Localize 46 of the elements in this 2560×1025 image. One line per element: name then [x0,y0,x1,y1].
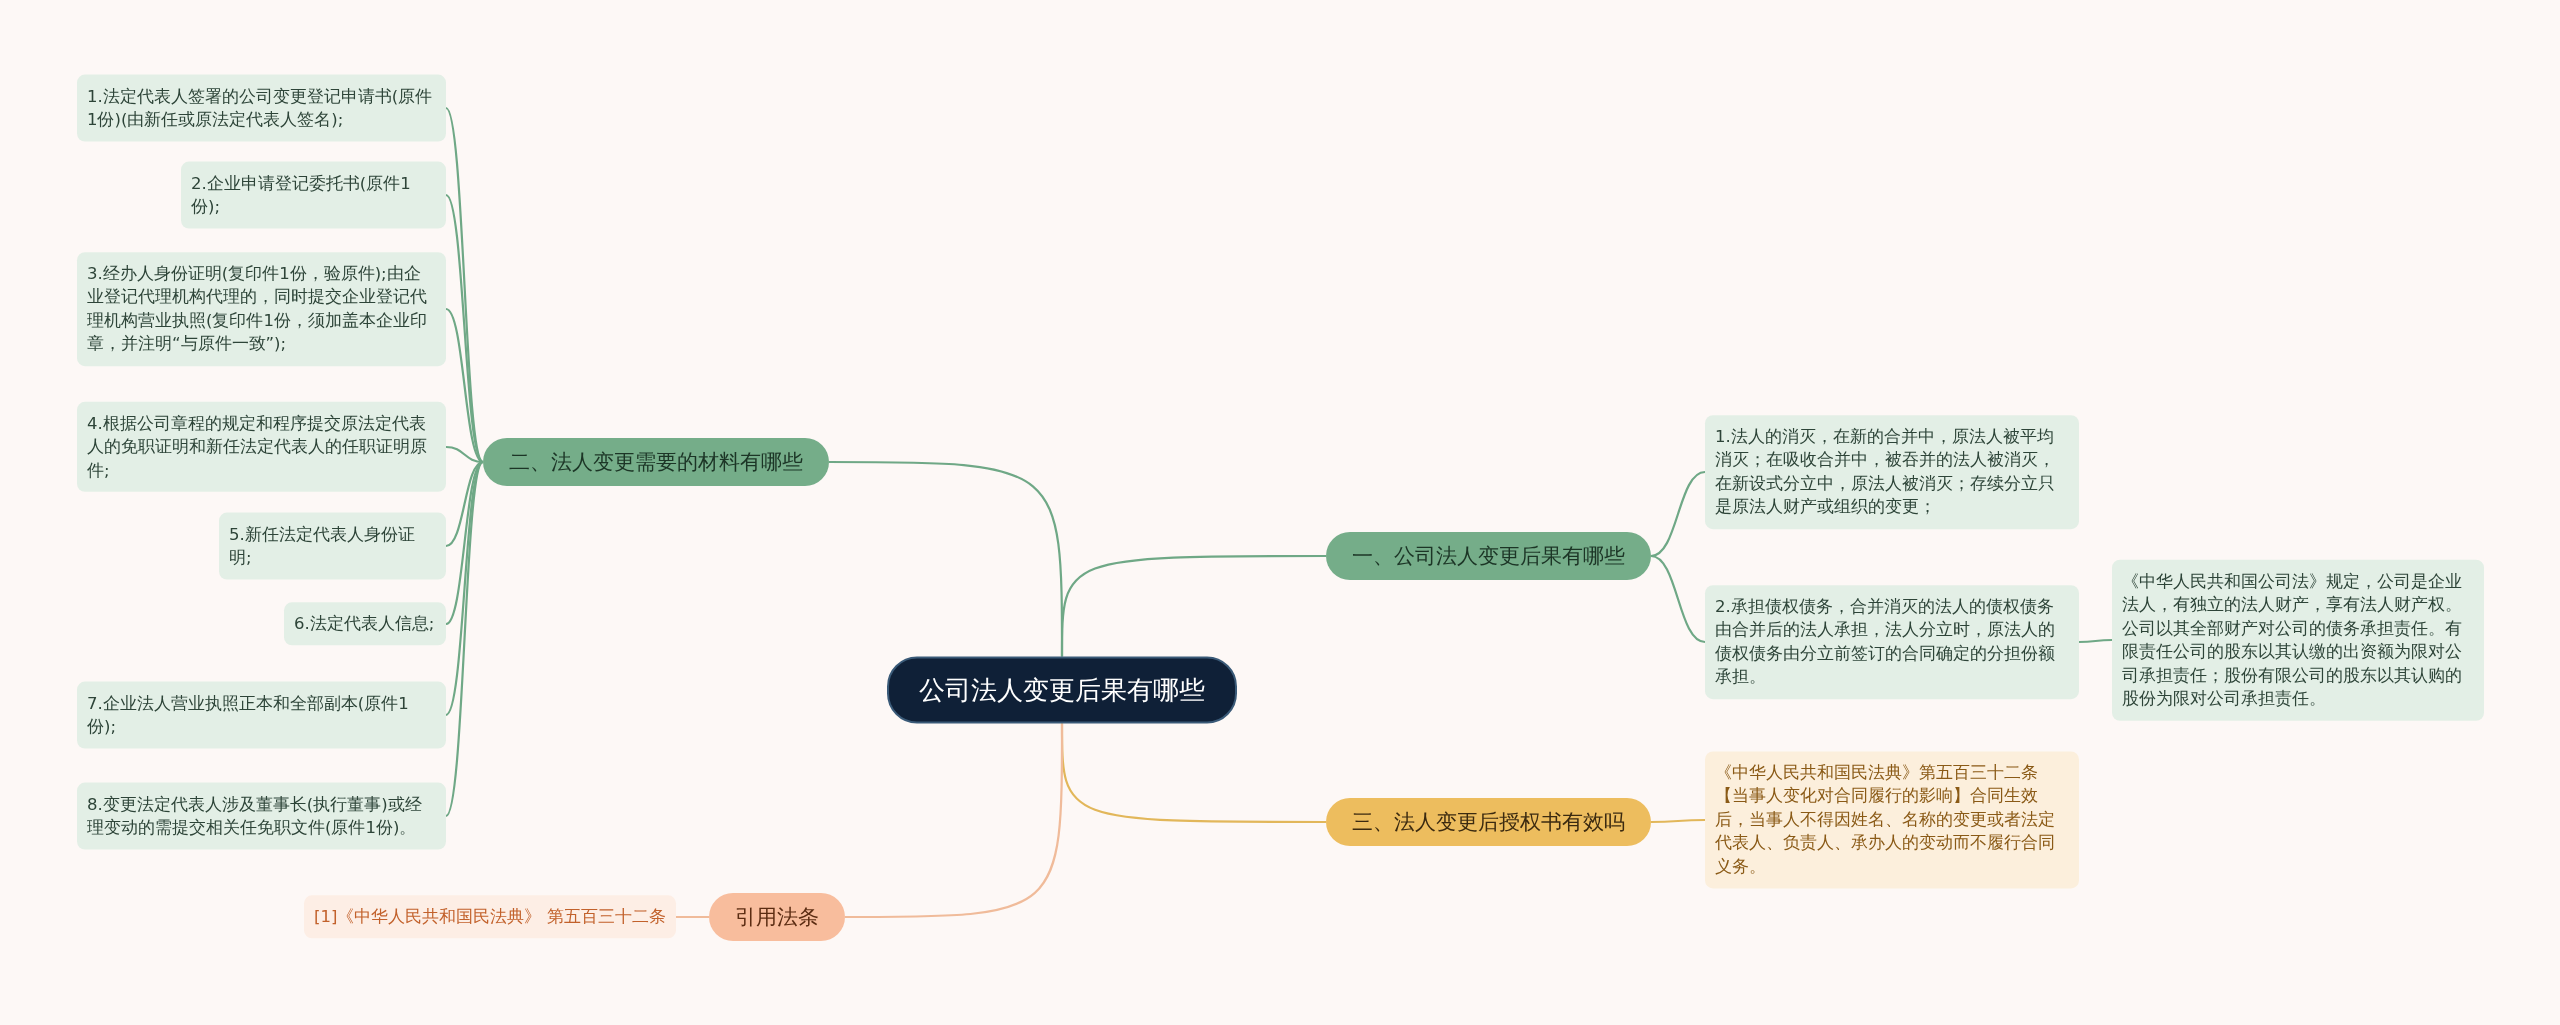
detail-text: 2.承担债权债务，合并消灭的法人的债权债务由合并后的法人承担，法人分立时，原法人的债权债务由分立前签订的合同确定的分担份额承担。 [1715,596,2056,689]
detail-text: 1.法定代表人签署的公司变更登记申请书(原件1份)(由新任或原法定代表人签名); [87,85,434,131]
branch-topic-text: 一、公司法人变更后果有哪些 [1352,543,1625,570]
branch-topic-text: 二、法人变更需要的材料有哪些 [509,449,803,476]
detail-text: [1]《中华人民共和国民法典》 第五百三十二条 [314,906,666,929]
detail-text: 3.经办人身份证明(复印件1份，验原件);由企业登记代理机构代理的，同时提交企业登记代理机构营业执照(复印件1份，须加盖本企业印章，并注明“与原件一致”); [87,263,428,356]
detail-card [284,602,446,646]
branch-topic [483,438,829,486]
detail-card [304,895,676,939]
connector-line [2079,638,2112,644]
branch-topic-text: 引用法条 [735,904,819,931]
central-topic-text: 公司法人变更后果有哪些 [919,673,1205,707]
connector-line [445,461,484,817]
detail-card [77,401,446,493]
detail-text: 8.变更法定代表人涉及董事长(执行董事)或经理变动的需提交相关任免职文件(原件1份)。 [87,793,423,839]
connector-line [1651,818,1705,824]
detail-card [77,782,446,850]
detail-text: 《中华人民共和国公司法》规定，公司是企业法人，有独立的法人财产，享有法人财产权。公司以其全部财产对公司的债务承担责任。有限责任公司的股东以其认缴的出资额为限对公司承担责任；股份有限公司的股东以其认购的股份为限对公司承担责任。 [2122,570,2463,710]
detail-text: 4.根据公司章程的规定和程序提交原法定代表人的免职证明和新任法定代表人的任职证明原件; [87,412,428,482]
central-topic [887,656,1237,724]
detail-card [1705,585,2079,699]
connector-line [1650,470,1706,558]
detail-text: 5.新任法定代表人身份证明; [229,523,416,569]
detail-card [77,252,446,366]
detail-card [77,74,446,142]
branch-topic [1326,532,1651,580]
detail-card [1705,751,2079,889]
branch-topic [709,893,845,941]
connector-line [845,723,1064,919]
detail-text: 7.企业法人营业执照正本和全部副本(原件1份); [87,692,410,738]
detail-card [1705,415,2079,529]
branch-topic [1326,798,1651,846]
detail-card [219,512,446,580]
detail-text: 《中华人民共和国民法典》第五百三十二条【当事人变化对合同履行的影响】合同生效后，当事人不得因姓名、名称的变更或者法定代表人、负责人、承办人的变动而不履行合同义务。 [1715,762,2056,879]
connector-line [445,461,484,716]
connector-line [445,194,484,463]
connector-line [676,915,709,919]
detail-card [2112,559,2484,721]
connector-line [1060,554,1326,657]
detail-text: 1.法人的消灭，在新的合并中，原法人被平均消灭；在吸收合并中，被吞并的法人被消灭，在新设式分立中，原法人被消灭；存续分立只是原法人财产或组织的变更； [1715,426,2056,519]
detail-card [181,161,446,229]
detail-text: 2.企业申请登记委托书(原件1份); [191,172,412,218]
connector-line [1650,554,1706,644]
detail-text: 6.法定代表人信息; [294,613,436,636]
branch-topic-text: 三、法人变更后授权书有效吗 [1352,809,1625,836]
detail-card [77,681,446,749]
